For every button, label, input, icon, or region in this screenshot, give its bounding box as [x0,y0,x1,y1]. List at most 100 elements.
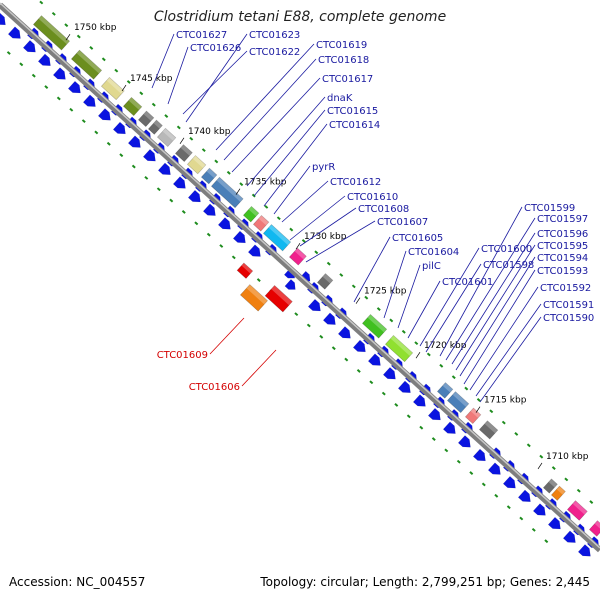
track-dash [394,403,399,407]
feature-block [288,247,307,266]
feature-block [70,49,103,80]
leader-line [419,247,480,347]
track-dash [289,227,294,232]
tick-mark [355,297,361,304]
forward-gene-arrow [67,80,81,94]
tick-mark [65,34,71,41]
forward-gene-arrow [517,489,531,502]
leader-line [289,195,346,241]
track-dash [589,500,594,505]
leader-line [241,349,277,387]
track-dash [326,261,331,266]
track-dash [344,357,349,362]
feature-block [566,500,588,521]
gene-label: CTC01608 [358,204,409,215]
forward-gene-arrow [487,462,501,475]
track-dash [481,482,486,487]
track-dash [519,516,524,521]
track-dash [126,80,131,84]
forward-gene-arrow [412,394,426,407]
tick-label: 1715 kbp [484,396,527,406]
feature-block [137,110,155,128]
leader-line [459,256,536,377]
track-dash [114,68,119,73]
gene-label: CTC01599 [524,203,575,214]
gene-label: CTC01601 [442,277,493,288]
genome-backbone-highlight [0,2,600,549]
leader-line [479,316,542,403]
forward-gene-arrow [532,503,546,516]
track-dash [56,96,61,101]
track-dash [239,182,244,187]
track-dash [226,170,231,175]
track-dash [219,244,224,248]
leader-line [215,43,315,151]
forward-gene-arrow [97,108,111,121]
forward-gene-arrow [427,407,441,421]
track-dash [189,136,194,141]
gene-label: CTC01594 [537,253,588,264]
track-dash [294,312,299,317]
track-dash [431,437,436,441]
gene-features [0,12,600,557]
track-dash [151,102,156,107]
forward-gene-arrow [397,380,411,393]
feature-block [478,420,499,440]
track-dash [19,62,24,67]
accession-text: Accession: NC_004557 [9,575,146,589]
reverse-gene [264,285,293,313]
feature-block [446,391,470,414]
track-dash [231,255,236,260]
track-dash [314,250,319,255]
track-dash [319,334,324,339]
track-dash [44,85,49,89]
tick-mark [415,351,421,359]
forward-gene-arrow [202,203,216,216]
track-dash [256,278,261,282]
forward-gene-arrow [562,530,576,543]
leader-line [383,250,407,319]
feature-block [384,334,414,363]
gene-label: CTC01597 [537,214,588,225]
track-dash [306,323,311,328]
tick-mark [121,84,127,92]
track-dash [444,448,449,453]
gene-label: CTC01605 [392,233,443,244]
gene-label: CTC01609 [157,350,208,361]
track-dash [201,148,206,153]
feature-block [210,176,244,209]
feature-block [174,144,193,162]
feature-block [122,96,143,117]
feature-block [100,76,125,101]
forward-gene-arrow [382,366,396,380]
track-dash [381,391,386,396]
track-dash [339,273,344,277]
feature-block [186,155,207,175]
gene-label: CTC01623 [249,30,300,41]
forward-gene-arrow [0,12,6,26]
track-dash [401,329,406,334]
gene-label: CTC01595 [537,241,588,252]
gene-label: CTC01615 [327,106,378,117]
gene-label: CTC01614 [329,120,380,131]
leader-line [407,280,441,339]
leader-line [455,244,536,371]
leader-line [353,236,391,303]
forward-gene-arrow [187,189,201,203]
track-dash [489,409,494,414]
forward-gene-arrow [52,67,66,80]
feature-block [464,407,482,425]
leader-line [223,58,317,161]
track-dash [51,11,56,16]
forward-gene-arrow [322,312,336,325]
tick-label: 1740 kbp [188,127,231,137]
track-dash [144,175,149,180]
track-dash [331,346,336,351]
forward-gene-arrow [547,516,561,530]
feature-block [242,205,260,223]
track-dash [94,130,99,135]
track-dash [181,210,186,214]
track-dash [501,420,506,425]
track-dash [139,91,144,96]
